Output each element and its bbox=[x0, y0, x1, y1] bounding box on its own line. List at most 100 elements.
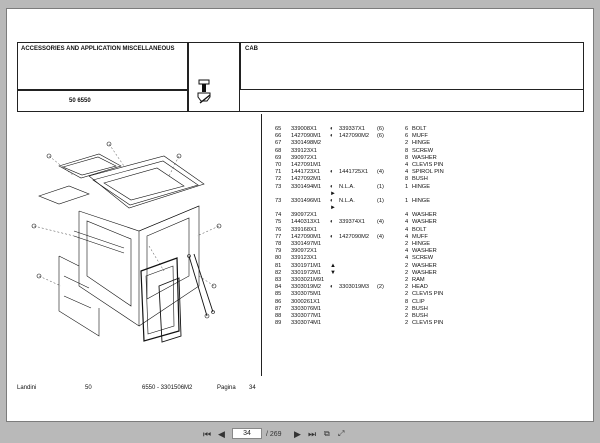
part-quantity: 2 bbox=[405, 284, 409, 291]
part-code: 3000261X1 bbox=[291, 298, 321, 305]
part-alt-quantity: (6) bbox=[377, 133, 384, 140]
part-quantity: 2 bbox=[405, 320, 409, 327]
part-alt-code: N.L.A. bbox=[339, 183, 355, 190]
part-quantity: 4 bbox=[405, 161, 409, 168]
fullscreen-icon[interactable]: ⤢ bbox=[338, 429, 345, 438]
part-quantity: 6 bbox=[405, 126, 409, 132]
part-description: HINGE bbox=[412, 140, 431, 147]
page-footer: Landini 50 6550 - 3301506M2 Pagina 34 bbox=[7, 385, 593, 395]
last-page-icon[interactable]: ⏭ bbox=[308, 429, 317, 439]
part-position: 70 bbox=[275, 161, 282, 168]
part-description: SCREW bbox=[412, 255, 434, 262]
part-description: HEAD bbox=[412, 284, 428, 291]
copy-icon[interactable]: ⧉ bbox=[324, 429, 330, 438]
part-position: 72 bbox=[275, 176, 282, 183]
model-code: 50 6550 bbox=[69, 98, 91, 104]
prev-page-icon[interactable]: ◀ bbox=[218, 429, 225, 439]
part-quantity: 4 bbox=[405, 169, 409, 176]
part-description: WASHER bbox=[412, 212, 437, 219]
part-quantity: 4 bbox=[405, 255, 409, 262]
part-position: 71 bbox=[275, 169, 282, 176]
part-code: 390972X1 bbox=[291, 212, 317, 219]
hand-icon-box bbox=[188, 42, 240, 112]
table-row-note: ► bbox=[275, 191, 475, 198]
part-quantity: 4 bbox=[405, 248, 409, 255]
part-description: WASHER bbox=[412, 248, 437, 255]
part-code: 3301498M2 bbox=[291, 140, 322, 147]
part-code: 3301497M1 bbox=[291, 241, 322, 247]
footer-series: 50 bbox=[85, 385, 92, 391]
part-alt-code: 1427090M2 bbox=[339, 133, 370, 140]
part-description: HINGE bbox=[412, 183, 431, 190]
part-description: BUSH bbox=[412, 305, 428, 312]
part-symbol: ◐ bbox=[330, 233, 334, 240]
part-sub-symbol: ► bbox=[330, 190, 336, 197]
table-row-note: ► bbox=[275, 205, 475, 212]
part-position: 75 bbox=[275, 219, 282, 226]
part-position: 74 bbox=[275, 212, 282, 219]
part-description: WASHER bbox=[412, 219, 437, 226]
part-description: CLEVIS PIN bbox=[412, 291, 444, 298]
part-description: BUSH bbox=[412, 176, 428, 183]
part-code: 3303021M91 bbox=[291, 276, 325, 283]
page-number-input[interactable]: 34 bbox=[232, 428, 262, 439]
model-box bbox=[17, 90, 188, 112]
part-code: 339123X1 bbox=[291, 147, 317, 154]
part-alt-code: 339337X1 bbox=[339, 126, 365, 132]
part-quantity: 2 bbox=[405, 312, 409, 319]
part-description: BUSH bbox=[412, 312, 428, 319]
page-total: / 269 bbox=[266, 431, 282, 438]
hand-pointer-icon bbox=[197, 79, 211, 104]
part-symbol: ▼ bbox=[330, 269, 336, 276]
part-code: 1440313X1 bbox=[291, 219, 321, 226]
part-quantity: 2 bbox=[405, 241, 409, 247]
part-description: HINGE bbox=[412, 241, 431, 247]
part-quantity: 2 bbox=[405, 140, 409, 147]
part-code: 390972X1 bbox=[291, 154, 317, 161]
viewer-toolbar: ⏮ ◀ 34 / 269 ▶ ⏭ ⧉ ⤢ bbox=[0, 426, 600, 443]
part-description: CLEVIS PIN bbox=[412, 161, 444, 168]
part-quantity: 8 bbox=[405, 154, 409, 161]
part-code: 3301496M1 bbox=[291, 197, 322, 204]
first-page-icon[interactable]: ⏮ bbox=[203, 429, 212, 439]
part-code: 390972X1 bbox=[291, 248, 317, 255]
next-page-icon[interactable]: ▶ bbox=[294, 429, 301, 439]
part-symbol: ▲ bbox=[330, 262, 336, 269]
section-title-box bbox=[17, 42, 188, 90]
part-code: 1427090M1 bbox=[291, 233, 322, 240]
part-alt-code: 3303019M3 bbox=[339, 284, 370, 291]
part-alt-quantity: (1) bbox=[377, 197, 384, 204]
part-description: BOLT bbox=[412, 126, 427, 132]
section-title: ACCESSORIES AND APPLICATION MISCELLANEOU… bbox=[21, 46, 175, 52]
footer-page-number: 34 bbox=[249, 385, 256, 391]
part-description: RAM bbox=[412, 276, 425, 283]
part-alt-quantity: (4) bbox=[377, 169, 384, 176]
part-position: 81 bbox=[275, 262, 282, 269]
part-code: 3303019M2 bbox=[291, 284, 322, 291]
part-position: 78 bbox=[275, 241, 282, 247]
part-position: 87 bbox=[275, 305, 282, 312]
part-code: 339168X1 bbox=[291, 226, 317, 233]
part-quantity: 8 bbox=[405, 176, 409, 183]
part-position: 67 bbox=[275, 140, 282, 147]
part-position: 86 bbox=[275, 298, 282, 305]
part-symbol: ◐ bbox=[330, 183, 334, 190]
part-position: 69 bbox=[275, 154, 282, 161]
part-alt-quantity: (1) bbox=[377, 183, 384, 190]
part-symbol: ◐ bbox=[330, 133, 334, 140]
